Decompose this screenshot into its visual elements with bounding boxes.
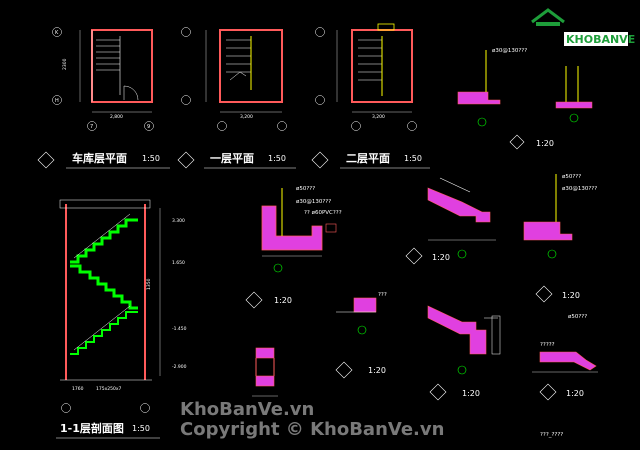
axis-9-label: 9 — [147, 124, 150, 130]
floor1-plan-scale: 1:50 — [268, 154, 286, 163]
detail-9-note-2: ????? — [540, 342, 555, 348]
floor2-plan: 3,200 二层平面 1:50 — [311, 23, 430, 169]
detail-3-scale: 1:20 — [274, 296, 292, 305]
bottom-note: ???_???? — [540, 432, 563, 438]
floor1-plan: 3,200 一层平面 1:50 — [177, 27, 296, 169]
detail-6-note: ??? — [378, 292, 387, 298]
detail-a-marker: 1:20 — [509, 134, 554, 150]
detail-6-scale: 1:20 — [368, 366, 386, 375]
logo-text: KHOBANVE — [566, 33, 635, 46]
detail-5-note-2: ø30@130??? — [562, 186, 597, 192]
floor1-plan-title: 一层平面 — [210, 152, 254, 165]
detail-3-note-1: ø50??? — [296, 186, 315, 192]
section-stair-width: 1760 — [72, 386, 84, 392]
detail-7-scale: 1:20 — [462, 389, 480, 398]
detail-5-note-1: ø50??? — [562, 174, 581, 180]
axis-7-label: 7 — [90, 124, 93, 130]
detail-a-scale: 1:20 — [536, 139, 554, 148]
detail-9-note-1: ø50??? — [568, 314, 587, 320]
garage-plan-width: 2,800 — [110, 114, 123, 120]
floor2-plan-scale: 1:50 — [404, 154, 422, 163]
watermark-line-1: KhoBanVe.vn — [180, 399, 315, 420]
section-title: 1-1层剖面图 — [60, 421, 124, 435]
detail-2 — [555, 66, 593, 123]
detail-3: ø50??? ø30@130??? ?? ø60PVC??? 1:20 — [245, 186, 342, 309]
garage-plan-scale: 1:50 — [142, 154, 160, 163]
section-level-1: 3.300 — [172, 218, 185, 224]
section-scale: 1:50 — [132, 424, 150, 433]
floor2-plan-width: 3,200 — [372, 114, 385, 120]
detail-5-scale: 1:20 — [562, 291, 580, 300]
section-level-3: -1.450 — [172, 326, 187, 332]
detail-5: ø50??? ø30@130??? 1:20 — [523, 174, 597, 303]
section-level-4: -2.900 — [172, 364, 187, 370]
detail-4-scale: 1:20 — [432, 253, 450, 262]
detail-7: 1:20 — [427, 305, 501, 401]
section-run: 175x250x7 — [96, 386, 122, 392]
floor2-plan-title: 二层平面 — [346, 152, 390, 165]
detail-3-note-3: ?? ø60PVC??? — [304, 210, 342, 216]
detail-9-scale: 1:20 — [566, 389, 584, 398]
section-level-2: 1.650 — [172, 260, 185, 266]
detail-9: ø50??? ????? 1:20 ???_???? — [532, 314, 598, 438]
detail-8 — [252, 347, 278, 397]
axis-h-label: H — [55, 98, 59, 104]
garage-plan: 2,800 2300 K H 7 9 车库层平面 1:50 — [37, 27, 170, 169]
watermark-line-2: Copyright © KhoBanVe.vn — [180, 419, 445, 440]
section-1-1: 3.300 1.650 -1.450 -2.900 1350 175x250x7… — [56, 199, 187, 439]
floor1-plan-width: 3,200 — [240, 114, 253, 120]
garage-plan-title: 车库层平面 — [72, 151, 127, 165]
axis-k-label: K — [55, 30, 59, 36]
detail-3-note-2: ø30@130??? — [296, 199, 331, 205]
watermark-text: KhoBanVe.vn Copyright © KhoBanVe.vn — [180, 400, 480, 440]
khobanve-logo: KHOBANVE — [531, 8, 635, 46]
garage-plan-height: 2300 — [62, 58, 68, 70]
detail-4: 1:20 — [405, 177, 496, 265]
section-height: 1350 — [146, 278, 152, 290]
detail-1-rail-note: ø30@130??? — [492, 48, 527, 54]
detail-6: ??? 1:20 — [335, 292, 387, 379]
detail-1: ø30@130??? — [457, 48, 527, 127]
